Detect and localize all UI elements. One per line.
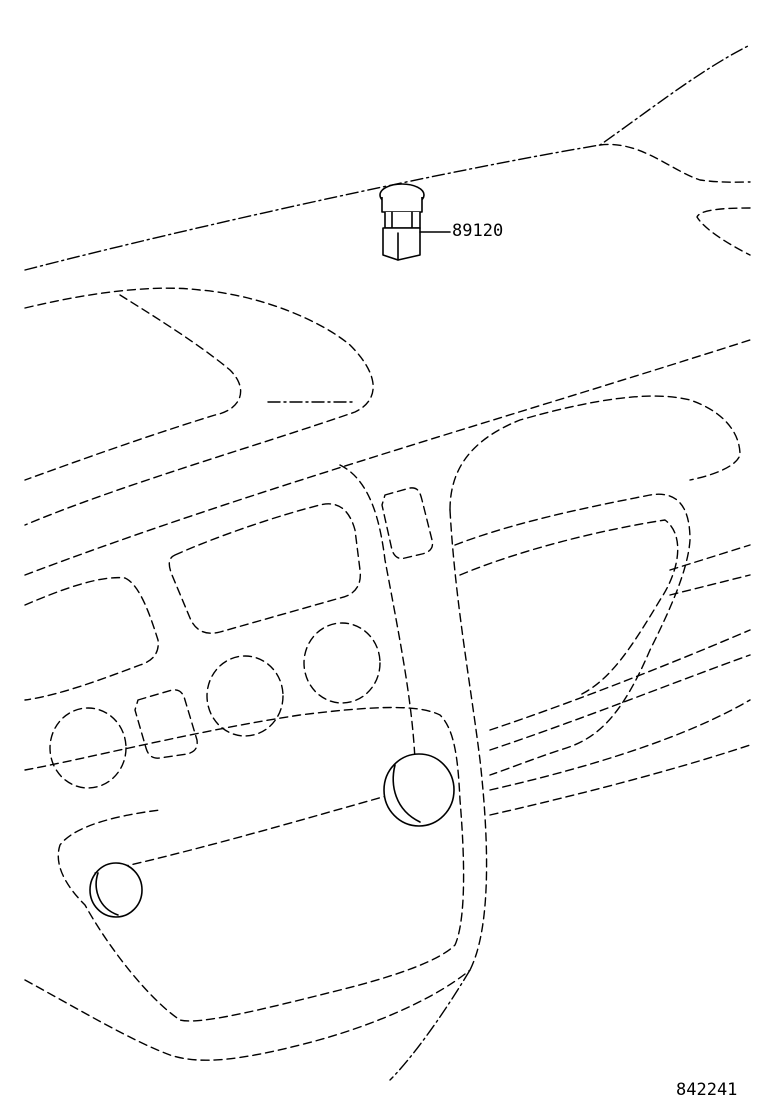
- hvac-dial-center: [206, 655, 284, 737]
- glovebox-inner: [454, 493, 691, 776]
- passenger-trim-2: [669, 574, 751, 596]
- glovebox-upper: [449, 395, 741, 511]
- radio-display: [168, 503, 362, 634]
- illustration-reference-number: 842241: [676, 1080, 738, 1100]
- hvac-dial-right: [303, 622, 381, 704]
- center-panel-left-edge: [339, 464, 416, 761]
- floor-line: [24, 969, 471, 1061]
- small-switch: [134, 689, 198, 759]
- left-vent-outline: [24, 576, 159, 701]
- knob-icon: [383, 753, 455, 827]
- passenger-trim-4: [489, 654, 751, 751]
- passenger-trim-6: [489, 744, 751, 816]
- side-trim-line: [696, 207, 751, 256]
- windshield-edge-line: [24, 44, 751, 271]
- knob-icon: [89, 862, 143, 918]
- passenger-trim-1: [669, 544, 751, 571]
- a-pillar-line: [599, 143, 751, 183]
- passenger-trim-3: [489, 629, 751, 731]
- glovebox-panel: [459, 519, 679, 696]
- dash-upper-contour: [24, 339, 751, 576]
- center-panel-right-edge: [449, 509, 488, 971]
- part-number-label: 89120: [452, 221, 504, 241]
- instrument-hood-inner: [24, 294, 242, 481]
- switch-slot: [381, 487, 434, 560]
- lower-console-outline: [24, 706, 465, 1022]
- passenger-trim-5: [489, 699, 751, 791]
- floor-dash-line: [389, 969, 471, 1081]
- instrument-hood: [24, 287, 374, 526]
- hvac-dial-left: [49, 707, 127, 789]
- sensor-unit-icon: [379, 183, 425, 261]
- lower-console-inner: [94, 794, 391, 874]
